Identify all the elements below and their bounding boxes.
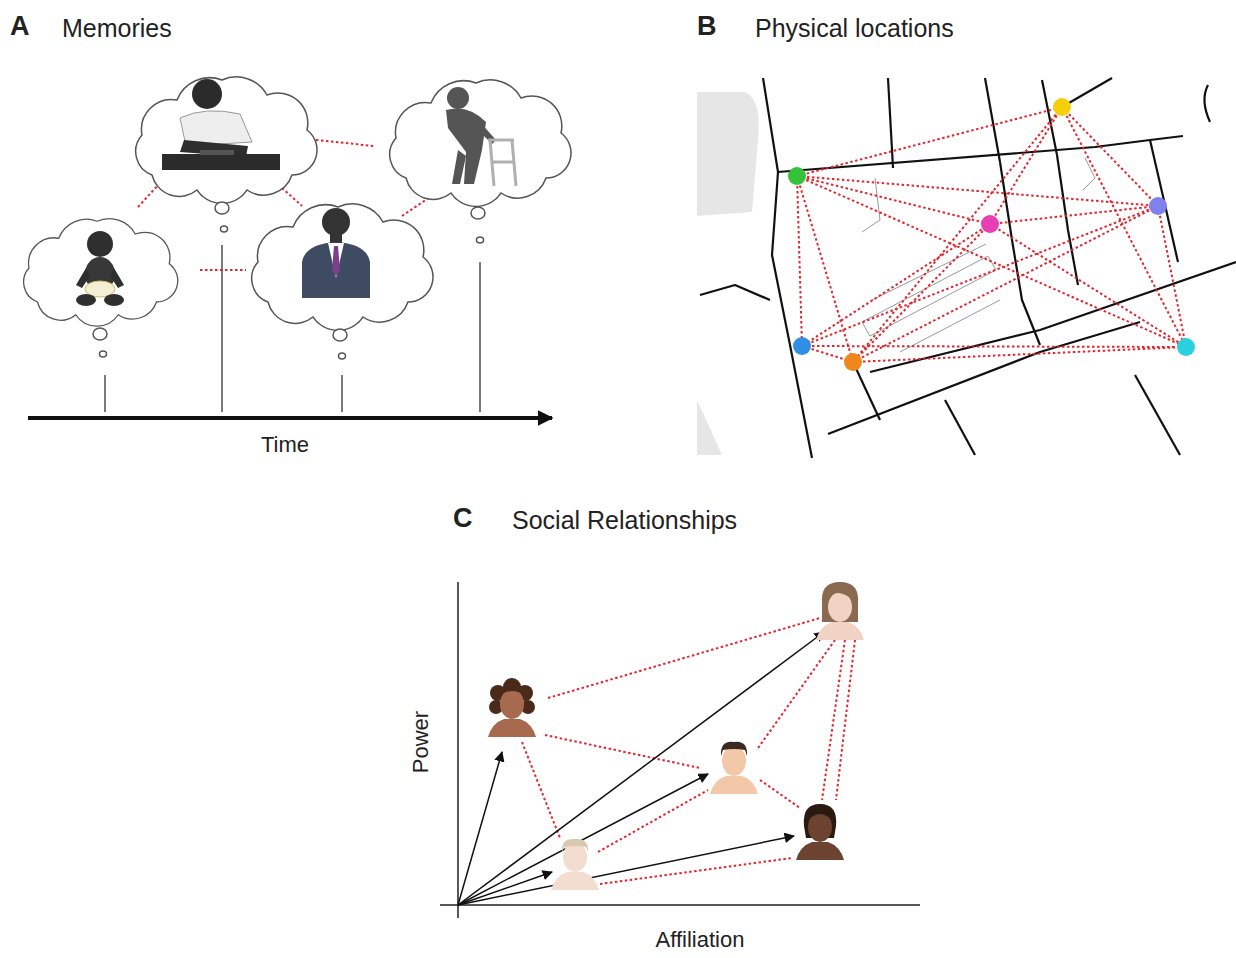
memories-panel xyxy=(24,77,571,418)
panel-title: Social Relationships xyxy=(512,506,737,535)
axis-label: Power xyxy=(408,711,433,773)
social-panel xyxy=(440,582,920,918)
person-icon xyxy=(796,804,844,860)
elderly-figure xyxy=(446,87,516,186)
map-park xyxy=(697,400,722,455)
panel-letter: B xyxy=(697,11,717,42)
person-icon xyxy=(710,742,758,794)
panel-letter: C xyxy=(453,503,473,534)
baby-figure xyxy=(76,231,124,306)
person-icon xyxy=(551,839,599,890)
axis-label: Affiliation xyxy=(656,927,745,952)
map-panel xyxy=(697,78,1236,458)
panel-letter: A xyxy=(10,11,30,42)
person-icon xyxy=(488,678,536,737)
location-dots xyxy=(788,98,1195,371)
axis-label: Time xyxy=(261,432,309,457)
panel-title: Memories xyxy=(62,14,172,43)
person-icon xyxy=(816,582,864,640)
panel-title: Physical locations xyxy=(755,14,954,43)
map-roads xyxy=(700,78,1236,458)
relationship-links xyxy=(522,618,855,884)
vector-arrows xyxy=(458,632,824,905)
axes xyxy=(440,582,920,918)
adult-figure xyxy=(302,208,370,298)
time-arrow xyxy=(28,416,552,420)
thought-clouds xyxy=(24,77,571,359)
location-links xyxy=(797,107,1186,362)
map-park xyxy=(697,92,759,216)
child-figure xyxy=(162,79,280,170)
